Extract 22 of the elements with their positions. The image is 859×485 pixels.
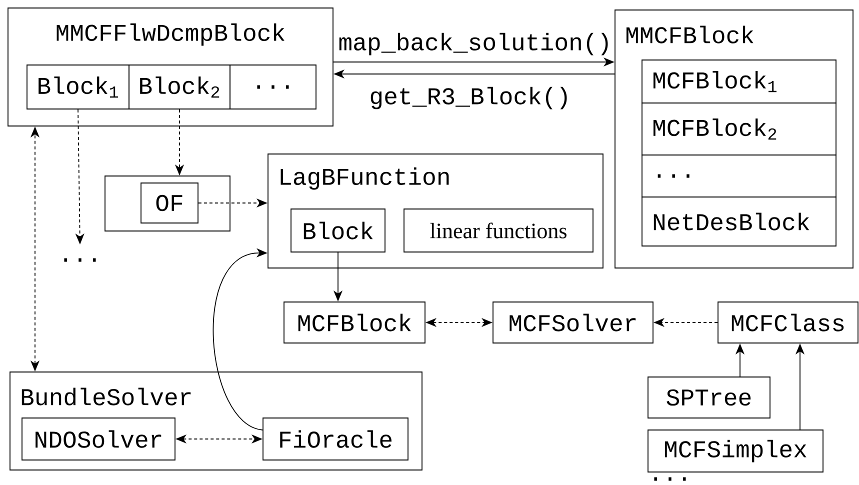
class-box: Block xyxy=(290,208,386,252)
class-box: MCFClass xyxy=(718,302,858,344)
class-box: NDOSolver xyxy=(22,418,176,460)
table-cell: ... xyxy=(642,154,836,198)
class-box: MCFBlock xyxy=(284,302,426,344)
class-box: linear functions xyxy=(404,208,594,252)
table-cell: MCFBlock$_{1}$ xyxy=(642,60,836,104)
table-cell: ... xyxy=(230,64,316,110)
table-cell: MCFBlock$_{2}$ xyxy=(642,102,836,156)
edge-label: map_back_solution() xyxy=(337,32,613,56)
class-box: SPTree xyxy=(648,376,770,418)
ellipsis-text: ... xyxy=(654,477,686,481)
class-box: MCFSolver xyxy=(492,302,654,344)
class-box: OF xyxy=(140,182,198,224)
class-box: MCFSimplex xyxy=(648,430,824,472)
empty-box xyxy=(104,176,230,232)
ellipsis-text: ... xyxy=(64,258,96,262)
table-cell: Block$_{1}$ xyxy=(26,64,130,110)
table-cell: Block$_{2}$ xyxy=(128,64,230,110)
class-box: FiOracle xyxy=(262,418,408,460)
table-cell: NetDesBlock xyxy=(642,196,836,246)
edge-label: get_R3_Block() xyxy=(368,86,572,110)
